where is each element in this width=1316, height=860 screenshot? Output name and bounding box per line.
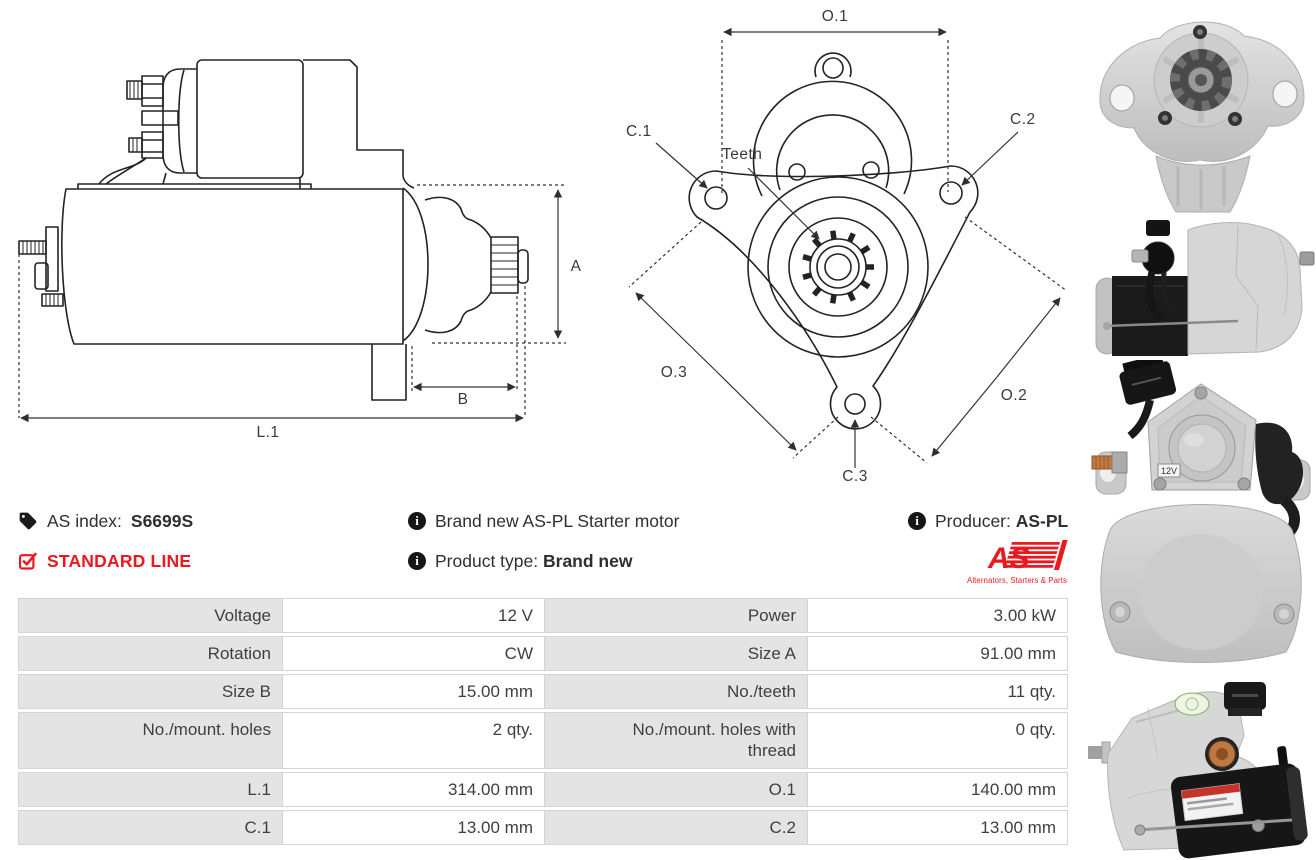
table-row: Size B 15.00 mm No./teeth 11 qty.: [18, 674, 1068, 709]
spec-value: 3.00 kW: [807, 598, 1068, 633]
table-row: Voltage 12 V Power 3.00 kW: [18, 598, 1068, 633]
dim-label-c1: C.1: [626, 123, 652, 140]
dim-label-teeth: Teeth: [722, 146, 762, 163]
spec-value: 91.00 mm: [807, 636, 1068, 671]
spec-value: 12 V: [282, 598, 545, 633]
voltage-badge: 12V: [1161, 466, 1177, 476]
spec-label: Power: [544, 598, 808, 633]
dim-label-c2: C.2: [1010, 111, 1036, 128]
dim-label-o1: O.1: [822, 8, 848, 25]
spec-value: 11 qty.: [807, 674, 1068, 709]
spec-label: O.1: [544, 772, 808, 807]
table-row: Rotation CW Size A 91.00 mm: [18, 636, 1068, 671]
front-view-dimensions: [628, 27, 1068, 468]
spec-label: Size A: [544, 636, 808, 671]
product-type-row: i Product type: Brand new: [408, 548, 632, 574]
standard-line-row: STANDARD LINE: [18, 548, 191, 574]
front-view-drawing: O.1 C.1 C.2 Teeth O.3 O.2 C.3: [626, 8, 1068, 485]
spec-label: Size B: [18, 674, 283, 709]
table-row: C.1 13.00 mm C.2 13.00 mm: [18, 810, 1068, 845]
product-photo-front: [1099, 21, 1305, 213]
spec-value: 13.00 mm: [282, 810, 545, 845]
info-icon: i: [408, 512, 426, 530]
spec-label: C.2: [544, 810, 808, 845]
table-row: No./mount. holes 2 qty. No./mount. holes…: [18, 712, 1068, 769]
dim-label-b: B: [458, 391, 469, 408]
spec-value: CW: [282, 636, 545, 671]
product-photo-solenoid: 12V: [1091, 360, 1311, 663]
producer-row: i Producer: AS-PL: [908, 508, 1068, 534]
product-photo-side-2: [1088, 682, 1308, 859]
spec-value: 13.00 mm: [807, 810, 1068, 845]
side-view-dimensions: [18, 184, 566, 423]
spec-label: L.1: [18, 772, 283, 807]
spec-label: C.1: [18, 810, 283, 845]
dim-label-c3: C.3: [842, 468, 868, 485]
dim-label-l1: L.1: [256, 424, 279, 441]
as-index-row: AS index: S6699S: [18, 508, 193, 534]
starter-side-outline: [18, 59, 529, 401]
producer-value: AS-PL: [1015, 510, 1069, 531]
as-index-label: AS index:: [47, 510, 122, 531]
spec-value: 0 qty.: [807, 712, 1068, 769]
info-icon: i: [908, 512, 926, 530]
spec-table: Voltage 12 V Power 3.00 kW Rotation CW S…: [18, 598, 1068, 845]
info-icon: i: [408, 552, 426, 570]
table-row: L.1 314.00 mm O.1 140.00 mm: [18, 772, 1068, 807]
starter-front-outline: [688, 52, 979, 430]
spec-label: No./teeth: [544, 674, 808, 709]
producer-label: Producer:: [935, 510, 1011, 531]
as-pl-logo: AS Alternators, Starters & Parts: [967, 540, 1068, 585]
checkbox-check-icon: [19, 552, 37, 570]
product-type-label: Product type:: [435, 550, 539, 571]
spec-value: 314.00 mm: [282, 772, 545, 807]
spec-label-text: No./mount. holes with thread: [632, 720, 796, 760]
side-view-drawing: A B L.1: [18, 59, 582, 441]
dim-label-o3: O.3: [661, 364, 687, 381]
spec-label: No./mount. holes with thread: [544, 712, 808, 769]
spec-label: Voltage: [18, 598, 283, 633]
pinion-teeth: [802, 230, 874, 304]
description-row: i Brand new AS-PL Starter motor: [408, 508, 679, 534]
spec-value: 140.00 mm: [807, 772, 1068, 807]
standard-line-label: STANDARD LINE: [47, 550, 192, 571]
logo-tagline: Alternators, Starters & Parts: [967, 576, 1067, 585]
logo-text: AS: [987, 542, 1030, 575]
spec-value: 15.00 mm: [282, 674, 545, 709]
spec-label: Rotation: [18, 636, 283, 671]
product-type-value: Brand new: [543, 550, 633, 571]
dim-label-o2: O.2: [1001, 387, 1027, 404]
product-description: Brand new AS-PL Starter motor: [435, 510, 680, 531]
dim-label-a: A: [571, 258, 582, 275]
spec-value: 2 qty.: [282, 712, 545, 769]
as-index-value: S6699S: [130, 510, 194, 531]
spec-label: No./mount. holes: [18, 712, 283, 769]
tag-icon: [19, 512, 37, 530]
product-photo-side: [1095, 220, 1315, 356]
